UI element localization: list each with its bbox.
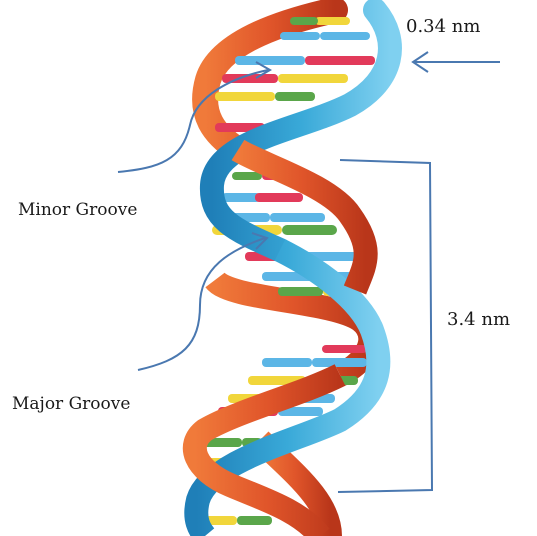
base-pair [280,32,370,40]
base-pair [205,516,272,525]
major-groove-label: Major Groove [12,394,130,414]
base-pair [215,92,315,101]
rise-arrow [413,52,500,72]
base-pair [235,56,375,65]
base-pair [322,345,367,353]
base-pair [290,17,350,25]
base-pair [262,358,367,367]
base-pair [222,193,303,202]
minor-groove-label: Minor Groove [18,200,137,220]
rise-per-base-label: 0.34 nm [406,16,480,37]
helix-pitch-label: 3.4 nm [447,309,510,330]
